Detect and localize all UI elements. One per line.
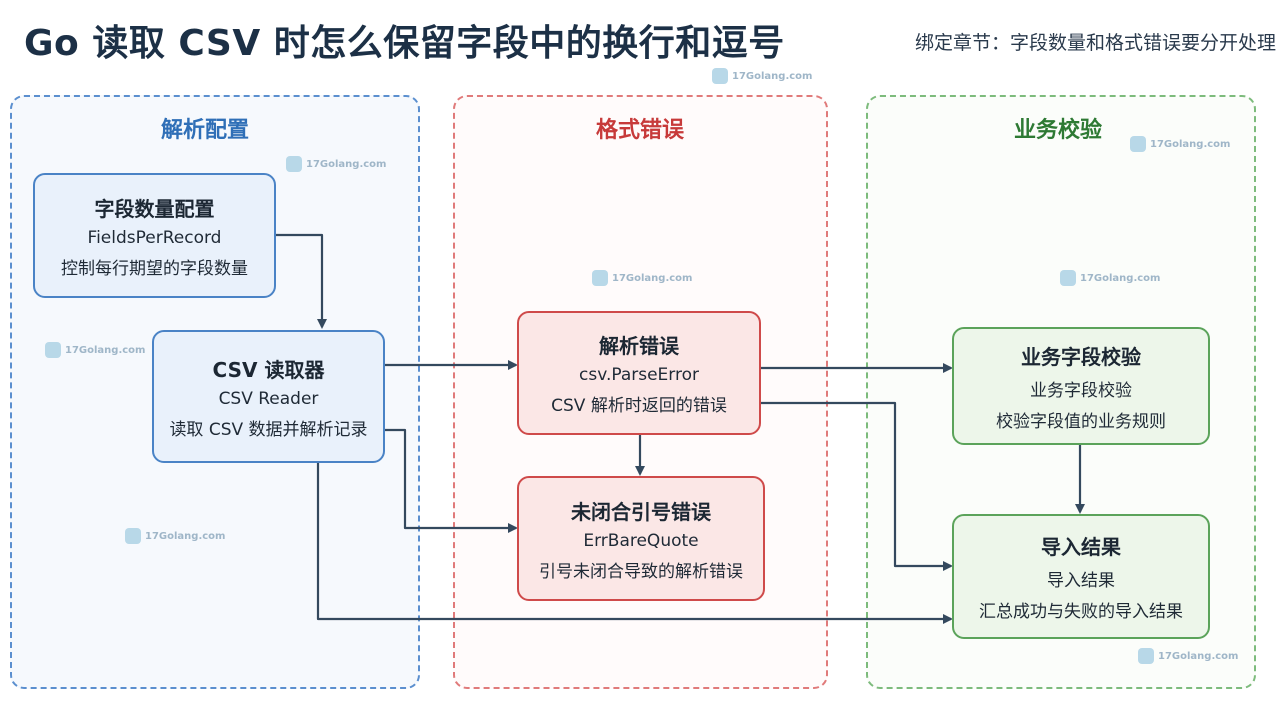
watermark-logo-icon [592, 270, 608, 286]
watermark-logo-icon [45, 342, 61, 358]
node-line: 业务字段校验 [1030, 380, 1132, 401]
chapter-binding-note: 绑定章节：字段数量和格式错误要分开处理 [914, 32, 1276, 54]
node-title: 业务字段校验 [1021, 344, 1141, 369]
node-line: CSV 解析时返回的错误 [551, 396, 727, 416]
node-line: CSV Reader [218, 388, 319, 409]
watermark-text: 17Golang.com [65, 344, 146, 356]
node-csv-reader: CSV 读取器 CSV Reader 读取 CSV 数据并解析记录 [152, 330, 385, 463]
node-fields-per-record: 字段数量配置 FieldsPerRecord 控制每行期望的字段数量 [33, 173, 276, 298]
node-line: 控制每行期望的字段数量 [61, 258, 248, 279]
watermark: 17Golang.com [712, 68, 812, 84]
watermark-text: 17Golang.com [1080, 272, 1161, 284]
node-line: FieldsPerRecord [87, 227, 222, 248]
node-title: 未闭合引号错误 [571, 499, 711, 524]
watermark-logo-icon [286, 156, 302, 172]
page-title: Go 读取 CSV 时怎么保留字段中的换行和逗号 [24, 23, 785, 64]
node-line: 导入结果 [1047, 571, 1115, 591]
node-title: 导入结果 [1041, 535, 1121, 559]
watermark-logo-icon [125, 528, 141, 544]
zone-title-business-validation: 业务校验 [1013, 118, 1103, 143]
node-title: CSV 读取器 [212, 357, 325, 382]
arrow-parse-error-to-import-result [761, 401, 953, 571]
watermark-text: 17Golang.com [306, 158, 387, 170]
watermark: 17Golang.com [125, 528, 225, 544]
arrow-reader-to-bare-quote [385, 428, 518, 533]
watermark-logo-icon [1138, 648, 1154, 664]
node-title: 解析错误 [599, 334, 679, 358]
watermark-text: 17Golang.com [732, 70, 813, 82]
watermark: 17Golang.com [592, 270, 692, 286]
node-parse-error: 解析错误 csv.ParseError CSV 解析时返回的错误 [517, 311, 761, 435]
zone-title-parse-config: 解析配置 [160, 118, 250, 143]
watermark-logo-icon [1060, 270, 1076, 286]
watermark-text: 17Golang.com [612, 272, 693, 284]
node-import-result: 导入结果 导入结果 汇总成功与失败的导入结果 [952, 514, 1210, 639]
node-err-bare-quote: 未闭合引号错误 ErrBareQuote 引号未闭合导致的解析错误 [517, 476, 765, 601]
node-title: 字段数量配置 [94, 196, 215, 221]
watermark: 17Golang.com [1060, 270, 1160, 286]
node-line: 校验字段值的业务规则 [996, 411, 1166, 432]
node-line: 读取 CSV 数据并解析记录 [169, 419, 368, 440]
node-line: csv.ParseError [579, 365, 699, 385]
watermark: 17Golang.com [1138, 648, 1238, 664]
watermark-text: 17Golang.com [1150, 138, 1231, 150]
watermark-text: 17Golang.com [145, 530, 226, 542]
watermark-logo-icon [1130, 136, 1146, 152]
arrow-fields-to-reader [276, 233, 327, 329]
watermark: 17Golang.com [286, 156, 386, 172]
node-line: 引号未闭合导致的解析错误 [539, 561, 743, 582]
arrow-reader-to-import-result [316, 463, 953, 624]
node-line: ErrBareQuote [583, 530, 699, 551]
watermark: 17Golang.com [1130, 136, 1230, 152]
zone-title-format-error: 格式错误 [595, 118, 685, 143]
node-business-field-check: 业务字段校验 业务字段校验 校验字段值的业务规则 [952, 327, 1210, 445]
watermark-logo-icon [712, 68, 728, 84]
watermark-text: 17Golang.com [1158, 650, 1239, 662]
node-line: 汇总成功与失败的导入结果 [979, 602, 1183, 622]
watermark: 17Golang.com [45, 342, 145, 358]
